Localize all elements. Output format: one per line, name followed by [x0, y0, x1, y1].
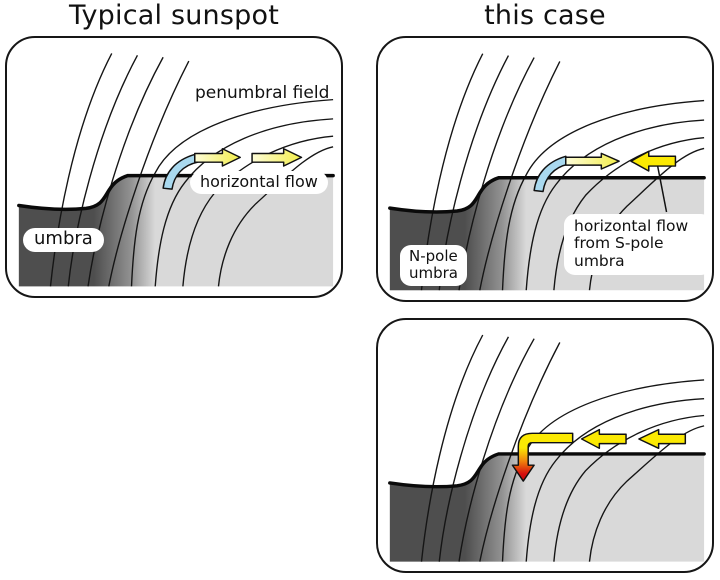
umbra-label: umbra [23, 228, 104, 253]
panel-this-case-bottom [376, 318, 714, 573]
inflow-arrow-icon [580, 428, 627, 450]
panel-typical-sunspot: penumbral field horizontal flow umbra [5, 36, 343, 298]
horizontal-flow-arrow-icon [251, 147, 303, 167]
downflow-bend-arrow-icon [511, 432, 574, 482]
label-connector-line [656, 165, 668, 213]
horizontal-flow-arrow-icon [194, 147, 241, 167]
horizontal-flow-from-s-pole-label: horizontal flow from S-pole umbra [564, 214, 712, 276]
title-typical-sunspot: Typical sunspot [69, 0, 279, 31]
penumbral-field-label: penumbral field [195, 83, 330, 103]
inflow-arrow-icon [630, 150, 677, 172]
n-pole-umbra-label: N-pole umbra [400, 245, 467, 286]
horizontal-flow-arrow-icon [565, 152, 620, 170]
sunspot-cross-section [388, 333, 706, 564]
panel-this-case-top: N-pole umbra horizontal flow from S-pole… [376, 36, 714, 302]
horizontal-flow-label: horizontal flow [190, 171, 328, 194]
title-this-case: this case [484, 0, 606, 31]
inflow-arrow-icon [638, 428, 687, 450]
